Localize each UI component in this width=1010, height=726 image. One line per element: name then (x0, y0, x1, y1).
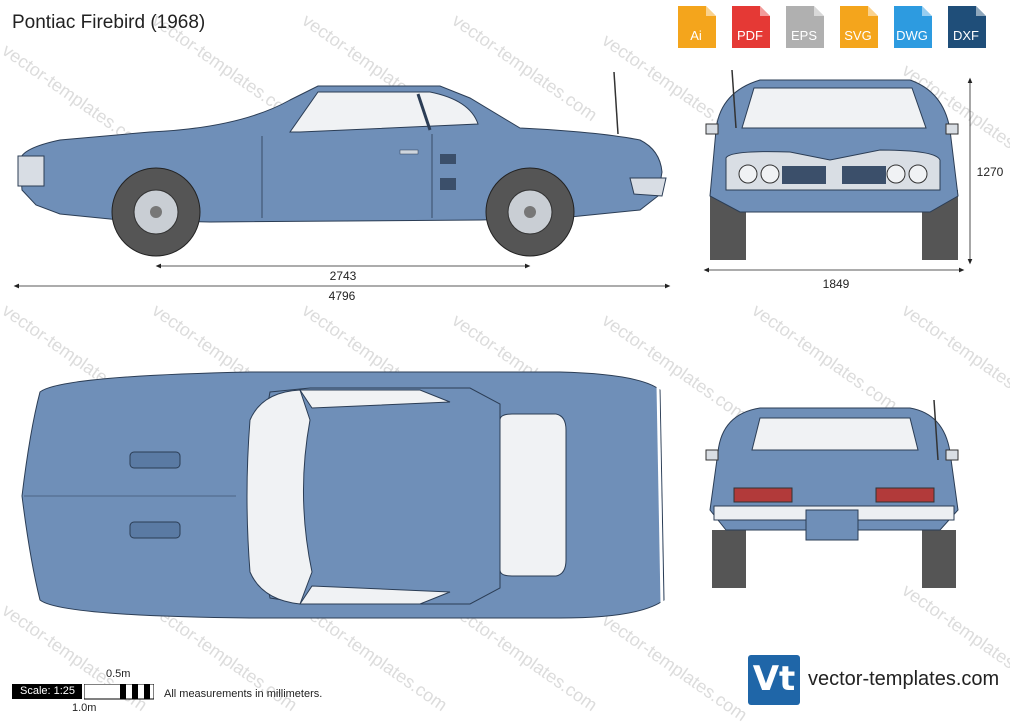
front-wheel (485, 167, 575, 257)
half-meter-label: 0.5m (106, 668, 131, 680)
format-badges: Ai PDF EPS SVG DWG DXF (672, 4, 990, 50)
measurement-note: All measurements in millimeters. (164, 688, 323, 700)
format-label-ai: Ai (690, 28, 702, 43)
eps-format-icon[interactable]: EPS (780, 4, 828, 50)
logo-text: Vt (752, 659, 796, 699)
format-label-pdf: PDF (737, 28, 763, 43)
format-label-eps: EPS (790, 28, 817, 43)
one-meter-label: 1.0m (72, 702, 97, 714)
format-label-dwg: DWG (896, 28, 928, 43)
side-view: 2743 4796 (13, 71, 671, 303)
format-label-svg: SVG (844, 28, 872, 43)
dwg-format-icon[interactable]: DWG (888, 4, 936, 50)
dxf-format-icon[interactable]: DXF (942, 4, 990, 50)
side-window (289, 91, 479, 133)
svg-format-icon[interactable]: SVG (834, 4, 882, 50)
pdf-format-icon[interactable]: PDF (726, 4, 774, 50)
scale-label: Scale: 1:25 (12, 684, 82, 699)
height-label: 1270 (977, 165, 1004, 179)
vt-logo[interactable]: Vt (748, 655, 800, 705)
format-label-dxf: DXF (953, 28, 979, 43)
top-view (21, 371, 665, 619)
front-view: 1270 1849 (703, 69, 1004, 291)
wheelbase-label: 2743 (330, 269, 357, 283)
length-label: 4796 (329, 289, 356, 303)
width-label: 1849 (823, 277, 850, 291)
page-title: Pontiac Firebird (1968) (12, 12, 206, 33)
site-link[interactable]: vector-templates.com (808, 668, 1000, 690)
ai-format-icon[interactable]: Ai (672, 4, 720, 50)
rear-wheel (111, 167, 201, 257)
rear-view (705, 399, 959, 588)
scale-bar (84, 684, 154, 700)
